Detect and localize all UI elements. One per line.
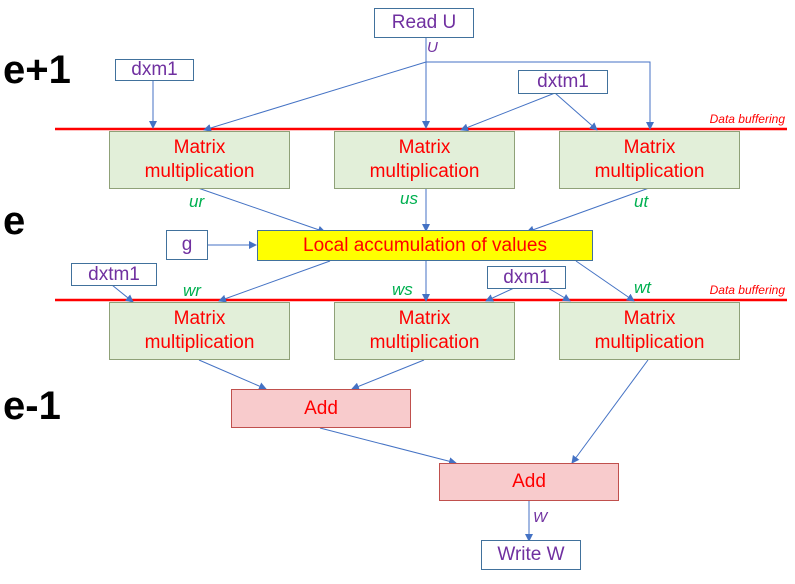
matrix-label-line1: Matrix [173, 308, 226, 330]
var-label-wt: wt [634, 278, 651, 297]
matrix-label-line2: multiplication [144, 332, 255, 353]
matrix-label-line1: Matrix [173, 137, 226, 159]
matrix-label-line1: Matrix [398, 137, 451, 159]
buffer-label-bottom: Data buffering [709, 283, 785, 297]
edge-wt [575, 260, 635, 302]
level-label-bottom: e-1 [3, 384, 61, 428]
var-label-ws: ws [392, 280, 413, 299]
dxtm1-top-box: dxtm1 [518, 70, 608, 94]
matrix-label-line1: Matrix [623, 308, 676, 330]
edge-readu-trunk [425, 37, 654, 130]
level-label-mid: e [3, 199, 26, 243]
var-label-wr: wr [183, 281, 201, 300]
edge-mm-bc-add1 [351, 359, 425, 391]
g-box: g [166, 230, 208, 260]
dxm1-top-box: dxm1 [115, 59, 194, 81]
edge-dxm1-bottom-right [547, 287, 571, 302]
matrix-label-line2: multiplication [369, 332, 480, 353]
matrix-label-line2: multiplication [369, 161, 480, 182]
add-box-first: Add [231, 389, 411, 428]
edge-readu-mm-left [203, 61, 427, 132]
read-u-box: Read U [374, 8, 474, 38]
edge-wr [218, 260, 331, 303]
edge-mm-bl-add1 [198, 359, 267, 390]
var-label-u: U [427, 39, 438, 56]
var-label-ur: ur [189, 192, 205, 211]
edge-dxtm1-top-right [554, 92, 598, 131]
var-label-ut: ut [634, 192, 649, 211]
matrix-label-line1: Matrix [398, 308, 451, 330]
dxtm1-bottom-box: dxtm1 [71, 263, 157, 286]
add-box-second: Add [439, 463, 619, 501]
edge-dxtm1-top-center [460, 92, 556, 132]
matrix-label-line2: multiplication [594, 332, 705, 353]
edge-ur [197, 187, 326, 234]
local-accumulation-box: Local accumulation of values [257, 230, 593, 261]
level-label-top: e+1 [3, 48, 71, 92]
matrix-label-line2: multiplication [594, 161, 705, 182]
var-label-w: W [533, 509, 548, 526]
dxm1-bottom-box: dxm1 [487, 266, 566, 289]
matrix-label-line1: Matrix [623, 137, 676, 159]
edge-ut [526, 187, 650, 234]
edge-dxm1-bottom-center [485, 287, 515, 302]
edge-mm-br-add2 [571, 359, 649, 464]
matrix-label-line2: multiplication [144, 161, 255, 182]
buffer-label-top: Data buffering [709, 112, 785, 126]
write-w-box: Write W [481, 540, 581, 570]
edge-add1-add2 [319, 427, 457, 466]
edge-dxtm1-bottom [111, 284, 134, 303]
var-label-us: us [400, 189, 418, 208]
